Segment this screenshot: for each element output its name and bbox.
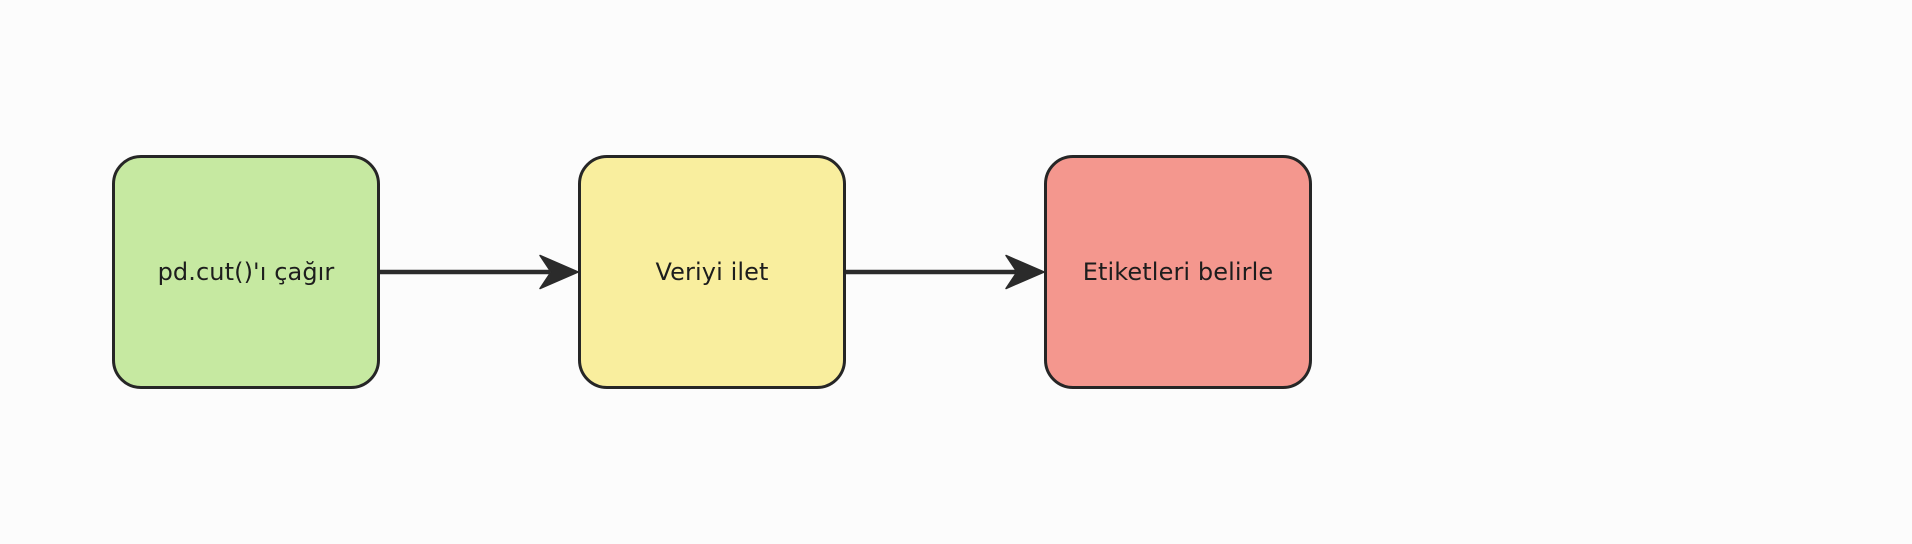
flowchart-flow-row: pd.cut()'ı çağır Veriyi ilet Etiketleri … — [112, 155, 1312, 389]
flowchart-node-pass-data[interactable]: Veriyi ilet — [578, 155, 846, 389]
flowchart-node-set-labels[interactable]: Etiketleri belirle — [1044, 155, 1312, 389]
arrow-right-icon — [846, 254, 1045, 290]
flowchart-node-label: Etiketleri belirle — [1082, 257, 1274, 286]
flowchart-node-label: Veriyi ilet — [655, 257, 769, 286]
flowchart-node-call-pdcut[interactable]: pd.cut()'ı çağır — [112, 155, 380, 389]
flowchart-edge-1 — [380, 254, 579, 290]
flowchart-edge-2 — [846, 254, 1045, 290]
arrow-right-icon — [380, 254, 579, 290]
flowchart-node-label: pd.cut()'ı çağır — [157, 257, 335, 286]
